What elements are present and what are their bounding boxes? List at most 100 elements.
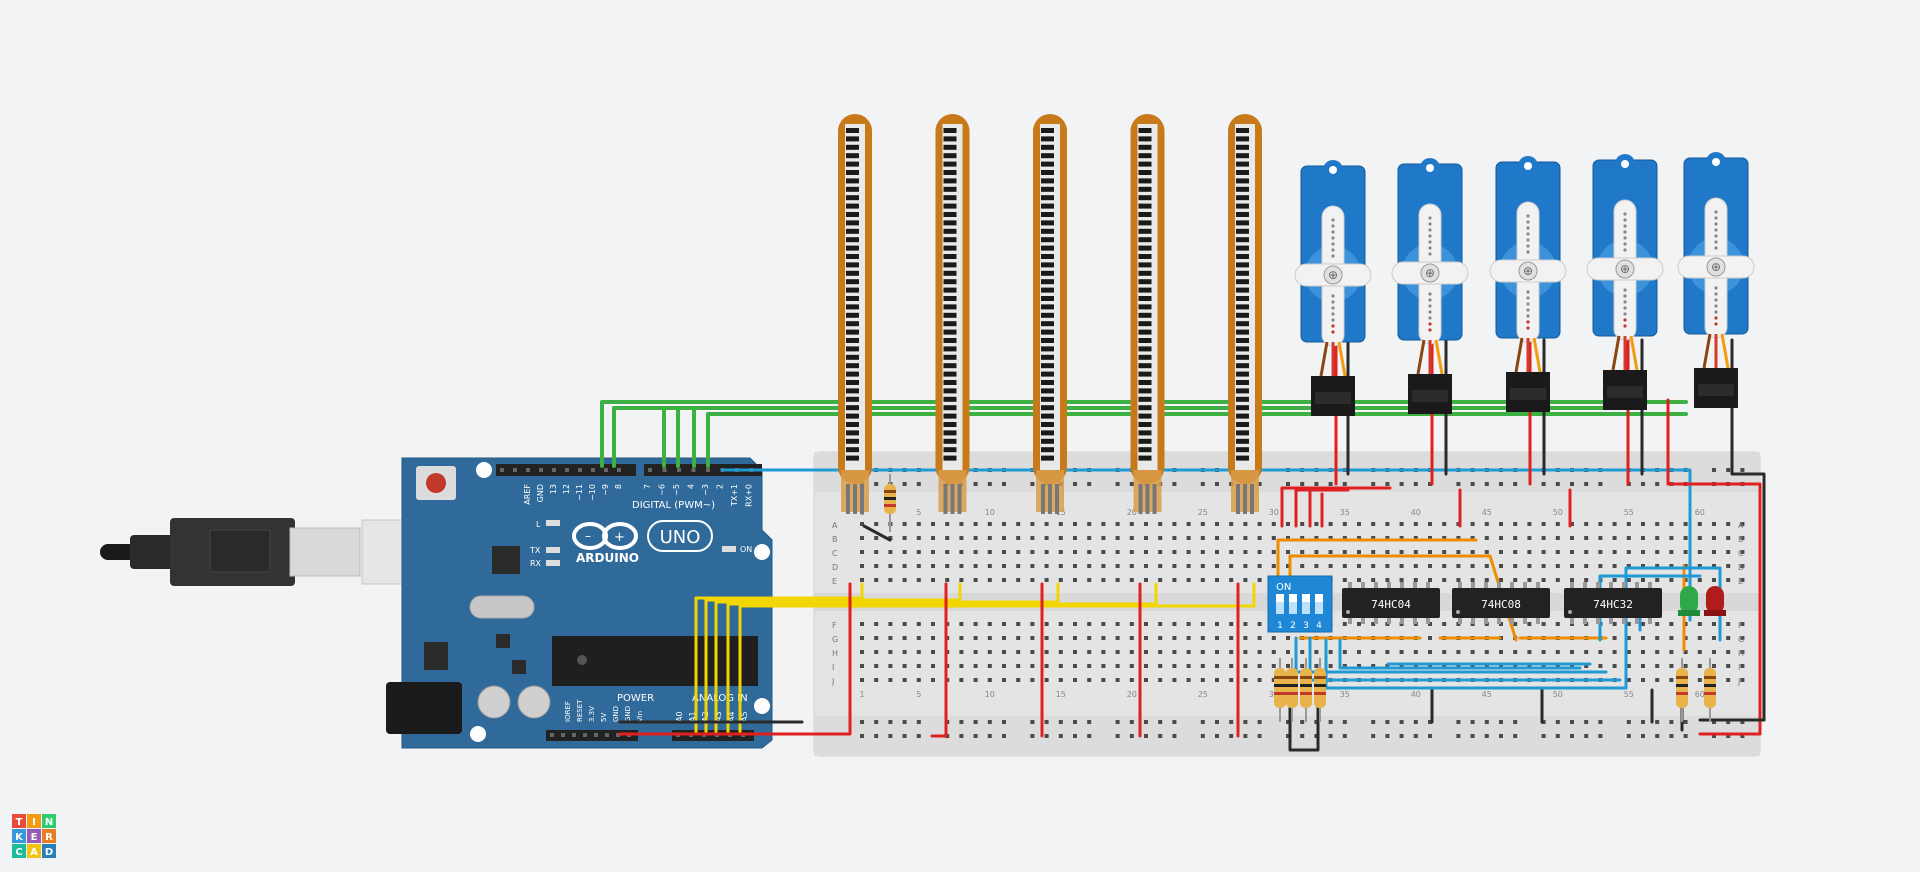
breadboard-hole[interactable] [1357,536,1361,540]
breadboard-hole[interactable] [1314,522,1319,526]
breadboard-hole[interactable] [1342,664,1347,668]
breadboard-hole[interactable] [1428,578,1432,582]
resistor[interactable] [884,474,896,532]
breadboard-hole[interactable] [1172,522,1177,526]
breadboard-hole[interactable] [1087,678,1092,682]
breadboard-hole[interactable] [1683,622,1688,626]
breadboard-hole[interactable] [1200,664,1205,668]
rail-hole[interactable] [1300,720,1305,724]
breadboard-hole[interactable] [1683,636,1688,640]
breadboard-hole[interactable] [1271,522,1276,526]
breadboard-hole[interactable] [1073,678,1077,682]
breadboard-hole[interactable] [916,622,921,626]
breadboard-hole[interactable] [1115,550,1120,554]
rail-hole[interactable] [1541,720,1546,724]
breadboard-hole[interactable] [1456,550,1461,554]
breadboard-hole[interactable] [1172,622,1177,626]
breadboard-hole[interactable] [1555,578,1560,582]
rail-hole[interactable] [1555,482,1560,486]
breadboard-hole[interactable] [1186,550,1191,554]
breadboard-hole[interactable] [1087,650,1092,654]
breadboard-hole[interactable] [874,522,879,526]
breadboard-hole[interactable] [987,678,992,682]
breadboard-hole[interactable] [945,578,950,582]
breadboard-hole[interactable] [1101,664,1106,668]
breadboard-hole[interactable] [1257,522,1262,526]
breadboard-hole[interactable] [1683,536,1688,540]
breadboard-hole[interactable] [1073,550,1077,554]
breadboard-hole[interactable] [1172,678,1177,682]
rail-hole[interactable] [1584,734,1589,738]
breadboard-hole[interactable] [1598,536,1603,540]
rail-hole[interactable] [1172,482,1177,486]
breadboard-hole[interactable] [1328,536,1333,540]
breadboard-hole[interactable] [1016,650,1021,654]
breadboard-hole[interactable] [1243,664,1248,668]
breadboard-hole[interactable] [1044,664,1049,668]
header-pin[interactable] [565,468,569,472]
yellow-wires[interactable] [694,582,1256,736]
breadboard-hole[interactable] [1484,550,1489,554]
breadboard-hole[interactable] [1215,578,1219,582]
breadboard-hole[interactable] [1641,636,1645,640]
breadboard-hole[interactable] [1697,622,1702,626]
breadboard-hole[interactable] [1371,650,1376,654]
breadboard-hole[interactable] [1271,664,1276,668]
breadboard-hole[interactable] [1200,550,1205,554]
breadboard-hole[interactable] [1513,622,1518,626]
header-pin[interactable] [604,468,608,472]
breadboard-hole[interactable] [945,564,950,568]
breadboard-hole[interactable] [959,564,964,568]
rail-hole[interactable] [973,482,978,486]
breadboard-hole[interactable] [959,578,964,582]
breadboard-hole[interactable] [1129,522,1134,526]
breadboard-hole[interactable] [1243,550,1248,554]
logic-chip[interactable]: 74HC32 [1564,582,1662,624]
resistor[interactable] [1676,658,1688,722]
breadboard-hole[interactable] [902,664,907,668]
breadboard-hole[interactable] [973,678,978,682]
breadboard-hole[interactable] [1215,550,1219,554]
breadboard-hole[interactable] [902,550,907,554]
breadboard-hole[interactable] [902,522,907,526]
breadboard-hole[interactable] [1229,664,1234,668]
breadboard-hole[interactable] [1030,536,1035,540]
breadboard-hole[interactable] [931,550,935,554]
breadboard-hole[interactable] [1087,536,1092,540]
breadboard-hole[interactable] [1215,636,1219,640]
breadboard-hole[interactable] [902,636,907,640]
breadboard-hole[interactable] [987,636,992,640]
breadboard-hole[interactable] [1470,550,1475,554]
breadboard-hole[interactable] [1584,650,1589,654]
breadboard-hole[interactable] [931,536,935,540]
rail-hole[interactable] [1428,720,1432,724]
breadboard-hole[interactable] [1513,578,1518,582]
rail-hole[interactable] [1215,482,1219,486]
rail-hole[interactable] [1129,482,1134,486]
breadboard-hole[interactable] [1044,536,1049,540]
breadboard-hole[interactable] [1399,536,1404,540]
breadboard-hole[interactable] [1669,622,1674,626]
breadboard-hole[interactable] [1328,522,1333,526]
breadboard-hole[interactable] [1669,664,1674,668]
breadboard-hole[interactable] [1740,564,1745,568]
rail-hole[interactable] [987,734,992,738]
breadboard-hole[interactable] [874,636,879,640]
rail-hole[interactable] [1740,734,1745,738]
breadboard-hole[interactable] [1740,622,1745,626]
rail-hole[interactable] [1641,482,1645,486]
breadboard-hole[interactable] [1442,564,1447,568]
breadboard-hole[interactable] [1087,622,1092,626]
rail-hole[interactable] [1499,482,1503,486]
rail-hole[interactable] [1144,734,1148,738]
breadboard-hole[interactable] [931,678,935,682]
breadboard-hole[interactable] [1541,550,1546,554]
breadboard-hole[interactable] [1101,564,1106,568]
breadboard-hole[interactable] [1030,550,1035,554]
flex-sensor[interactable] [1130,114,1165,514]
breadboard-hole[interactable] [1584,550,1589,554]
breadboard-hole[interactable] [1158,578,1163,582]
rail-hole[interactable] [1342,482,1347,486]
breadboard-hole[interactable] [1740,664,1745,668]
breadboard-hole[interactable] [1044,522,1049,526]
